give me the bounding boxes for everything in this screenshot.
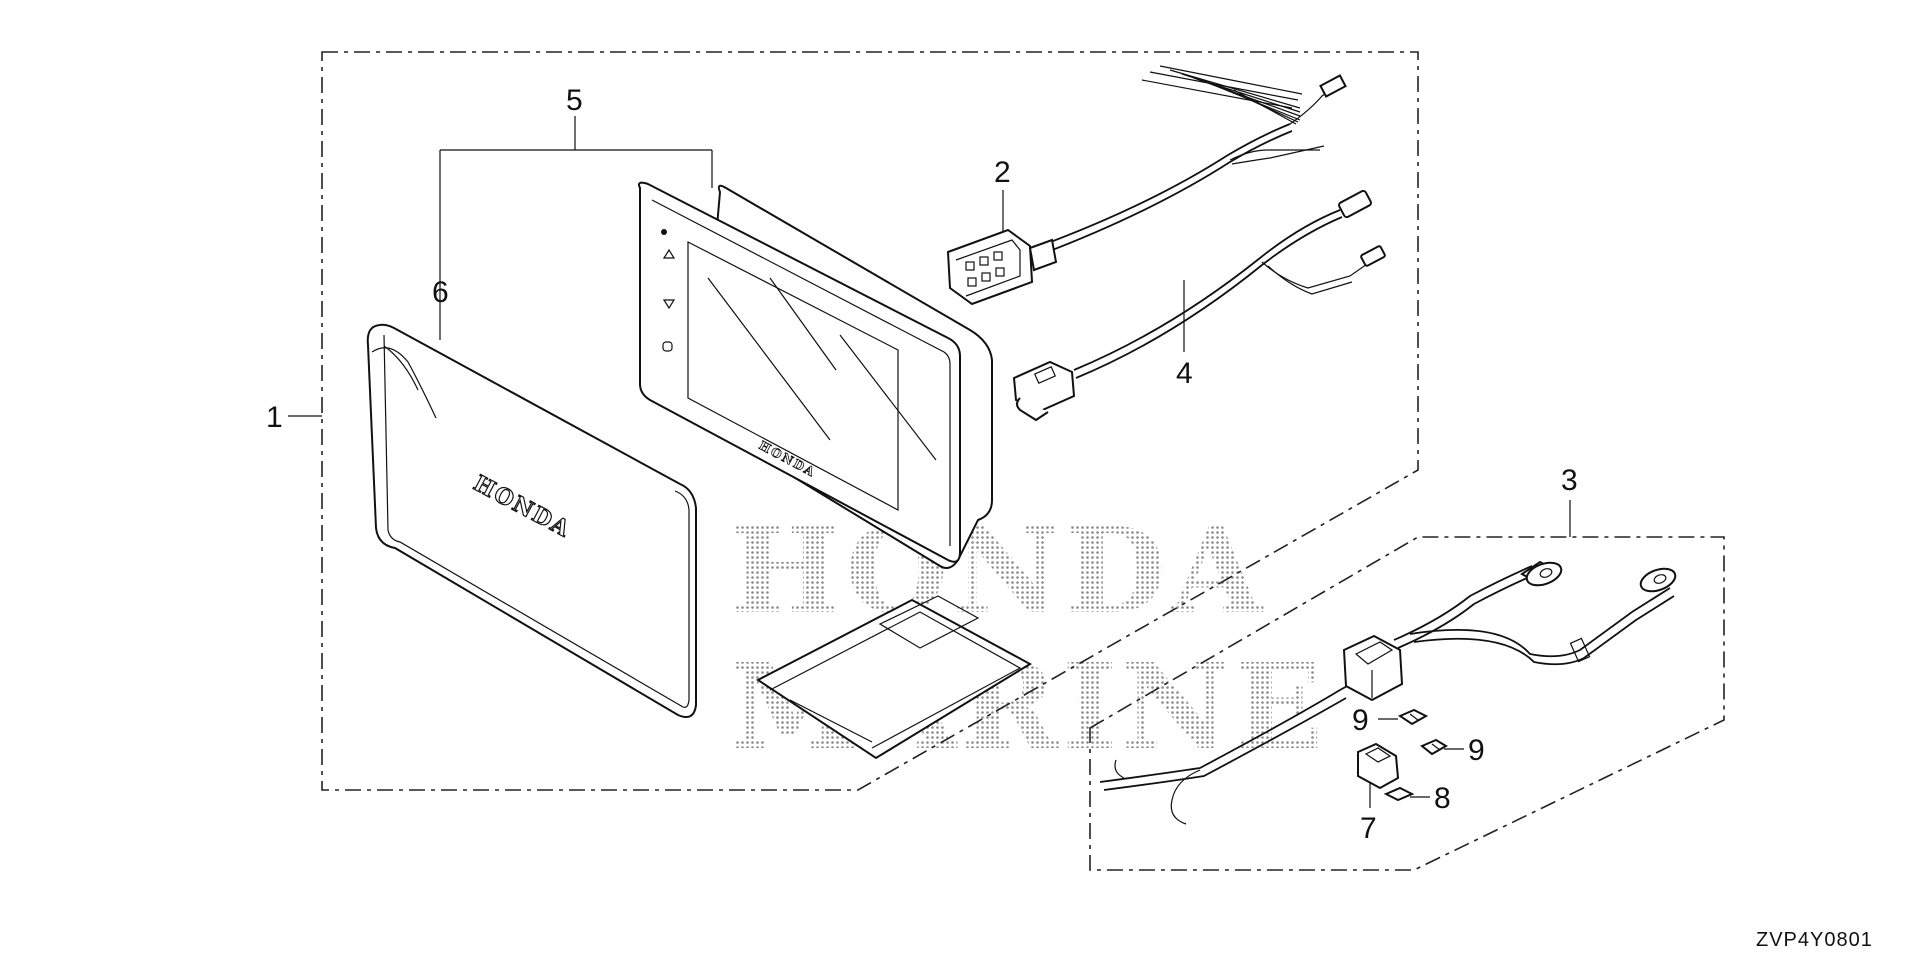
wire-fan bbox=[1141, 65, 1303, 125]
callout-9-right: 9 bbox=[1468, 734, 1485, 767]
harness-3 bbox=[1099, 560, 1677, 825]
fuse-9-right bbox=[1420, 738, 1448, 756]
callout-1: 1 bbox=[266, 401, 283, 434]
callout-5: 5 bbox=[566, 84, 583, 117]
callout-3: 3 bbox=[1561, 464, 1578, 497]
watermark-line-1: HONDA bbox=[730, 501, 1266, 640]
callout-4: 4 bbox=[1176, 357, 1193, 390]
callout-8: 8 bbox=[1434, 782, 1451, 815]
label-8 bbox=[1383, 786, 1415, 802]
watermark: HONDA MARINE bbox=[730, 501, 1323, 776]
kit-boundary-1 bbox=[321, 51, 1419, 791]
callout-7: 7 bbox=[1360, 812, 1377, 845]
display-cover: HONDA bbox=[366, 323, 697, 718]
fuse-9-left bbox=[1397, 708, 1429, 726]
callout-2: 2 bbox=[994, 156, 1011, 189]
kit-boundary-3 bbox=[1089, 536, 1725, 871]
manual-packet bbox=[756, 595, 1033, 760]
drawing-code: ZVP4Y0801 bbox=[1756, 929, 1873, 951]
callouts: 1 5 6 2 4 3 9 9 8 7 bbox=[266, 84, 1578, 845]
harness-2 bbox=[946, 65, 1347, 306]
callout-9-left: 9 bbox=[1352, 704, 1369, 737]
fuse-cap-7 bbox=[1357, 742, 1400, 790]
display-unit: HONDA bbox=[638, 181, 993, 569]
callout-6: 6 bbox=[432, 276, 449, 309]
harness-4 bbox=[1012, 189, 1386, 422]
